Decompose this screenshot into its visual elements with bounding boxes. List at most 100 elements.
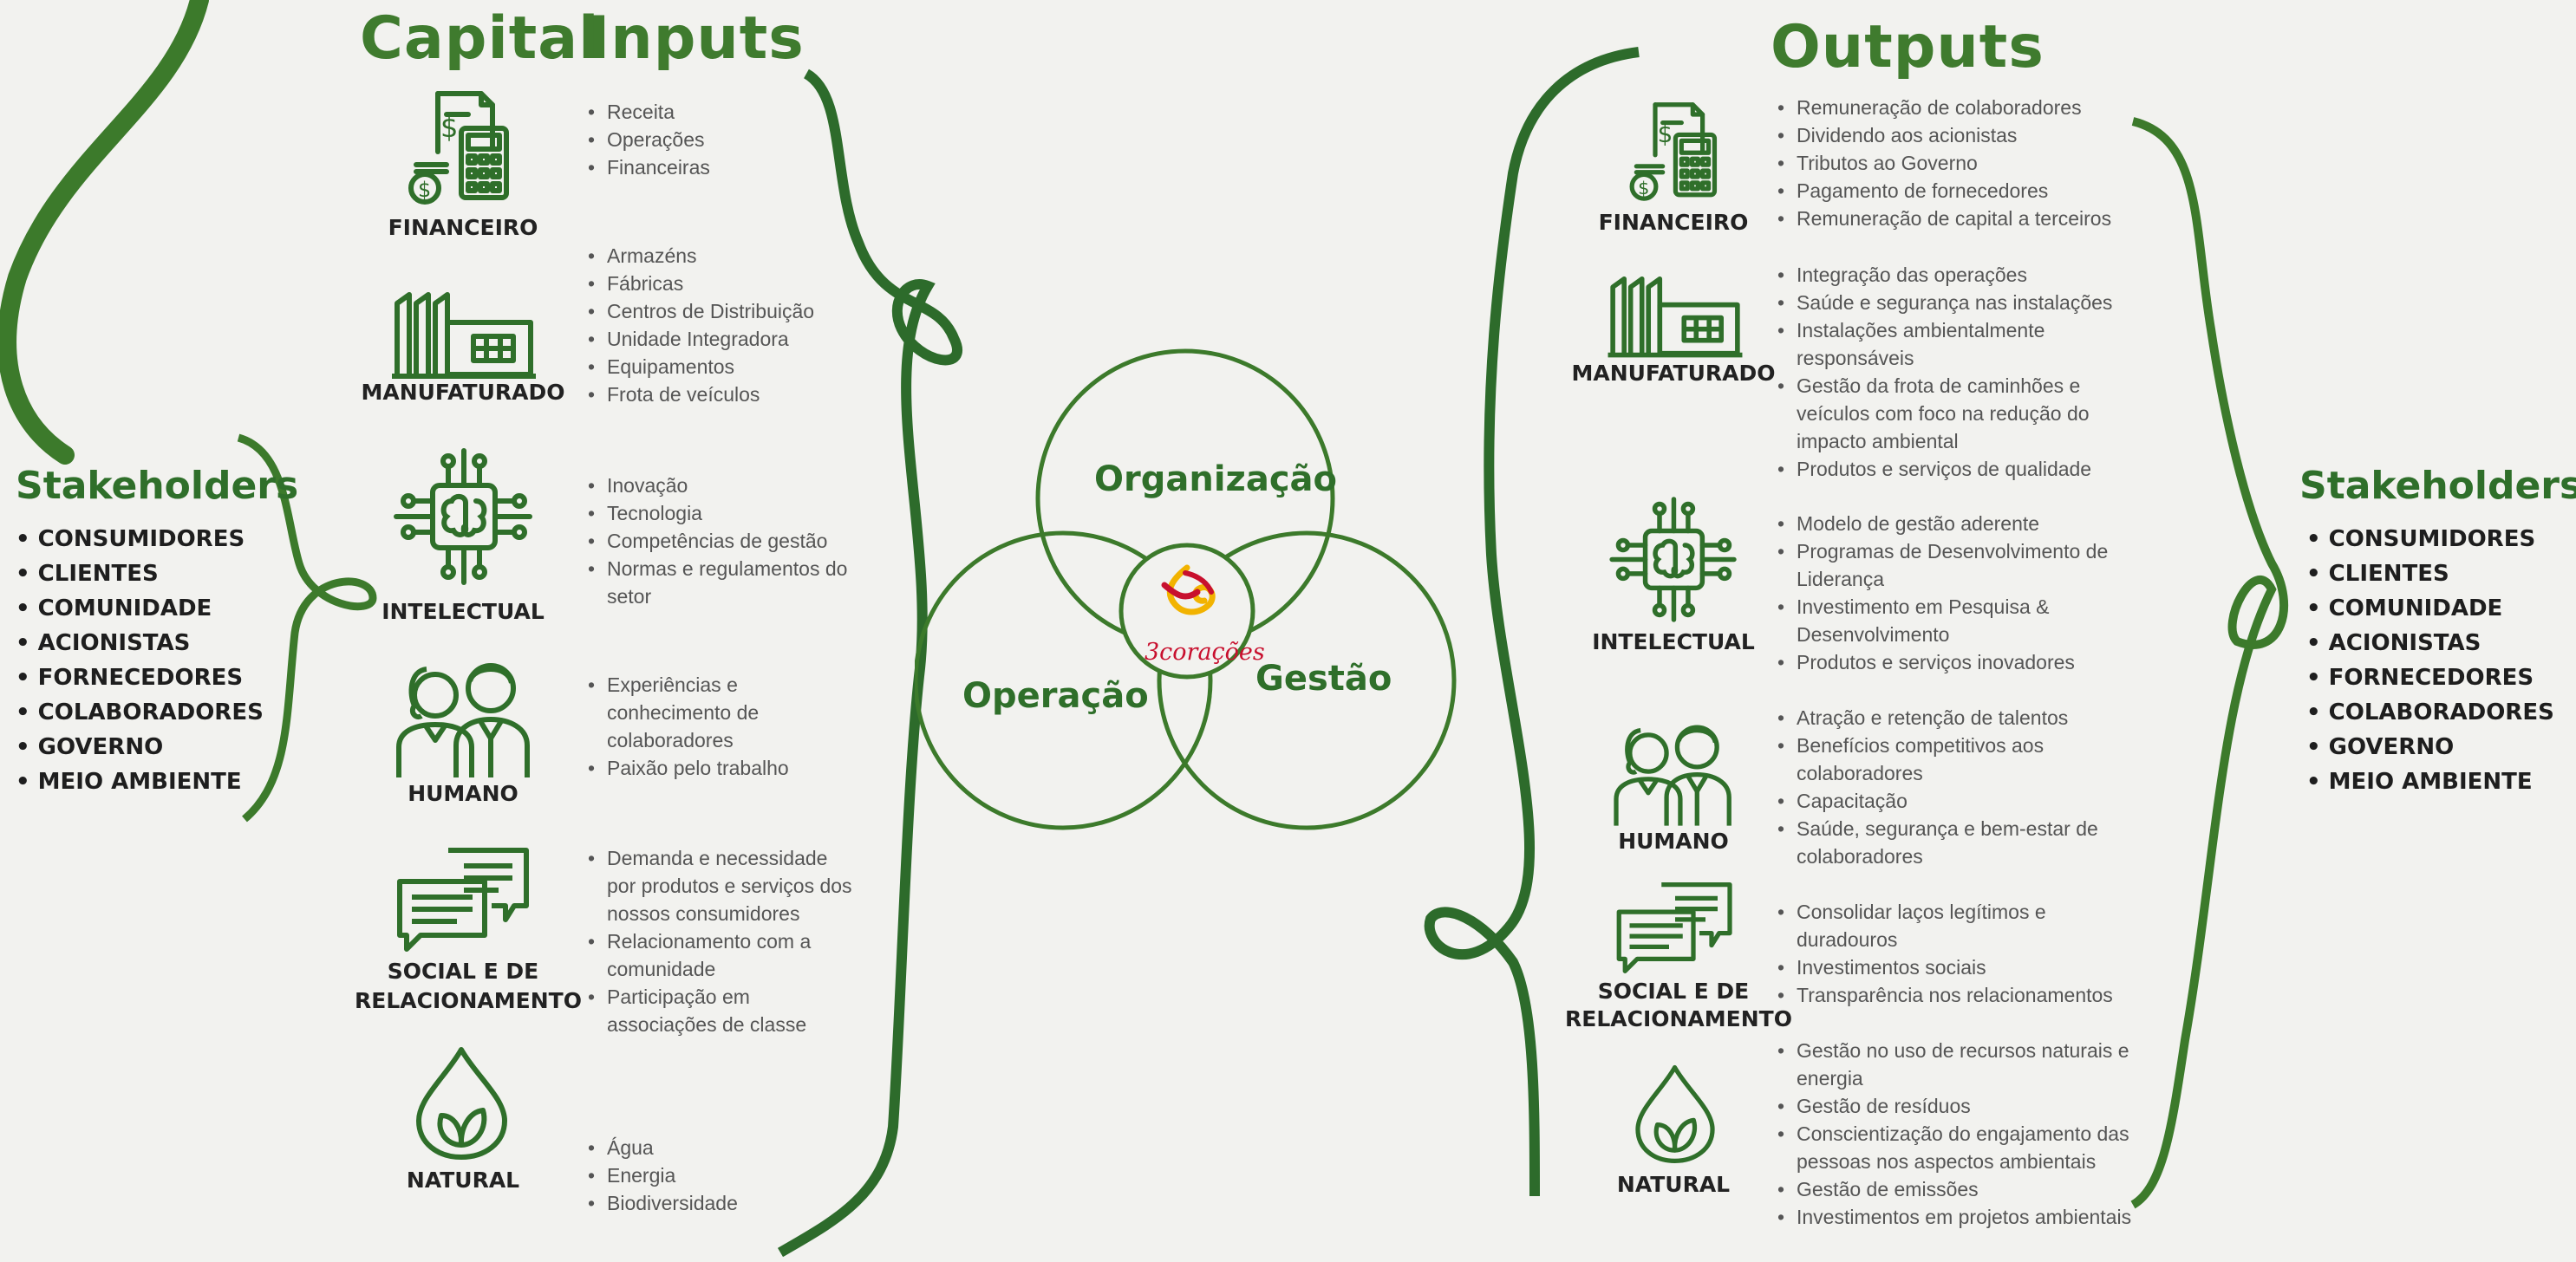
list-item: Fábricas [586, 270, 864, 297]
stakeholder-item: ACIONISTAS [2306, 626, 2554, 660]
list-item: Gestão no uso de recursos naturais e ene… [1776, 1037, 2149, 1092]
input-capital-label: INTELECTUAL [382, 599, 545, 624]
calculator-money-icon: $ $ [1621, 97, 1734, 205]
list-item: Produtos e serviços inovadores [1776, 648, 2123, 676]
list-item: Pagamento de fornecedores [1776, 177, 2140, 205]
list-item: Receita [586, 98, 846, 126]
stakeholder-item: COLABORADORES [2306, 695, 2554, 730]
list-item: Biodiversidade [586, 1189, 812, 1217]
stakeholder-item: FORNECEDORES [2306, 660, 2554, 695]
input-capital-label: MANUFATURADO [361, 380, 565, 405]
venn-label-operacao: Operação [962, 676, 1149, 716]
list-item: Participação em associações de classe [586, 983, 855, 1038]
list-item: Remuneração de colaboradores [1776, 94, 2140, 121]
input-capital-label: HUMANO [408, 781, 518, 806]
list-item: Água [586, 1134, 812, 1161]
list-item: Energia [586, 1161, 812, 1189]
svg-text:$: $ [1638, 178, 1649, 198]
list-item: Produtos e serviços de qualidade [1776, 455, 2123, 483]
stakeholder-item: FORNECEDORES [16, 660, 264, 695]
list-item: Demanda e necessidade por produtos e ser… [586, 844, 855, 927]
list-item: Investimento em Pesquisa & Desenvolvimen… [1776, 593, 2123, 648]
list-item-continuation: Financeiras [586, 153, 846, 181]
people-icon [1608, 715, 1738, 829]
list-item: Atração e retenção de talentos [1776, 704, 2123, 732]
input-humano-list: Experiências e conhecimento de colaborad… [586, 671, 829, 782]
chat-bubbles-icon [1614, 880, 1736, 975]
stakeholder-item: MEIO AMBIENTE [2306, 764, 2554, 799]
output-capital-label: HUMANO [1618, 829, 1729, 854]
venn-label-organizacao: Organização [1094, 459, 1337, 499]
input-intelectual-list: Inovação Tecnologia Competências de gest… [586, 472, 864, 610]
list-item: Tributos ao Governo [1776, 149, 2140, 177]
output-natural-list: Gestão no uso de recursos naturais e ene… [1776, 1037, 2149, 1231]
stakeholder-item: MEIO AMBIENTE [16, 764, 264, 799]
list-item: Competências de gestão [586, 527, 864, 555]
input-capital-label: NATURAL [406, 1168, 520, 1193]
list-item: Conscientização do engajamento das pesso… [1776, 1120, 2149, 1175]
people-icon [390, 652, 538, 782]
stakeholder-item: COMUNIDADE [16, 591, 264, 626]
list-item: Instalações ambientalmente responsáveis [1776, 316, 2123, 372]
brand-logo-mark [1161, 564, 1216, 615]
chat-bubbles-icon [395, 845, 533, 953]
water-drop-leaf-icon [1632, 1062, 1718, 1166]
output-humano-list: Atração e retenção de talentos Benefício… [1776, 704, 2123, 870]
output-capital-label: MANUFATURADO [1571, 361, 1776, 386]
factory-icon [1606, 264, 1745, 361]
input-social-list: Demanda e necessidade por produtos e ser… [586, 844, 855, 1038]
brain-chip-icon [388, 440, 539, 592]
list-item: Experiências e conhecimento de colaborad… [586, 671, 829, 754]
list-item: Tecnologia [586, 499, 864, 527]
stakeholder-item: ACIONISTAS [16, 626, 264, 660]
input-financeiro-list: Receita Operações Financeiras [586, 98, 846, 181]
stakeholders-title-left: Stakeholders [16, 464, 299, 508]
svg-text:$: $ [1658, 120, 1673, 148]
input-natural-list: Água Energia Biodiversidade [586, 1134, 812, 1217]
output-capital-label: NATURAL [1616, 1172, 1731, 1197]
brand-name: 3corações [1145, 639, 1265, 666]
list-item: Saúde e segurança nas instalações [1776, 289, 2123, 316]
list-item: Gestão de resíduos [1776, 1092, 2149, 1120]
svg-text:$: $ [418, 178, 431, 202]
list-item: Armazéns [586, 242, 864, 270]
list-item: Saúde, segurança e bem-estar de colabora… [1776, 815, 2123, 870]
list-item: Dividendo aos acionistas [1776, 121, 2140, 149]
list-item: Equipamentos [586, 353, 864, 381]
outputs-heading: Outputs [1771, 13, 2044, 81]
list-item: Operações [586, 126, 846, 153]
list-item: Inovação [586, 472, 864, 499]
input-manufaturado-list: Armazéns Fábricas Centros de Distribuiçã… [586, 242, 864, 408]
stakeholder-item: CLIENTES [2306, 556, 2554, 591]
list-item: Benefícios competitivos aos colaboradore… [1776, 732, 2123, 787]
list-item: Programas de Desenvolvimento de Lideranç… [1776, 537, 2123, 593]
list-item: Paixão pelo trabalho [586, 754, 829, 782]
stakeholder-item: CLIENTES [16, 556, 264, 591]
list-item: Capacitação [1776, 787, 2123, 815]
list-item: Relacionamento com a comunidade [586, 927, 855, 983]
stakeholder-item: COMUNIDADE [2306, 591, 2554, 626]
venn-label-gestao: Gestão [1255, 659, 1392, 699]
stakeholder-item: GOVERNO [2306, 730, 2554, 764]
stakeholder-item: CONSUMIDORES [16, 522, 264, 556]
output-social-list: Consolidar laços legítimos e duradouros … [1776, 898, 2140, 1009]
stakeholders-list-right: CONSUMIDORES CLIENTES COMUNIDADE ACIONIS… [2306, 522, 2554, 799]
input-capital-label: SOCIAL E DE RELACIONAMENTO [355, 959, 582, 1013]
list-item: Remuneração de capital a terceiros [1776, 205, 2140, 232]
list-item: Normas e regulamentos do setor [586, 555, 864, 610]
stakeholder-item: COLABORADORES [16, 695, 264, 730]
svg-text:$: $ [440, 111, 458, 144]
list-item: Consolidar laços legítimos e duradouros [1776, 898, 2140, 953]
output-capital-label: SOCIAL E DE RELACIONAMENTO [1565, 979, 1792, 1031]
list-item: Modelo de gestão aderente [1776, 510, 2123, 537]
list-item: Transparência nos relacionamentos [1776, 981, 2140, 1009]
output-capital-label: INTELECTUAL [1592, 629, 1755, 654]
capital-heading: Capital [360, 4, 600, 73]
list-item: Unidade Integradora [586, 325, 864, 353]
list-item: Gestão de emissões [1776, 1175, 2149, 1203]
input-capital-label: FINANCEIRO [388, 215, 538, 240]
list-item: Gestão da frota de caminhões e veículos … [1776, 372, 2123, 455]
calculator-money-icon: $ $ [399, 87, 529, 208]
brain-chip-icon [1604, 490, 1743, 628]
